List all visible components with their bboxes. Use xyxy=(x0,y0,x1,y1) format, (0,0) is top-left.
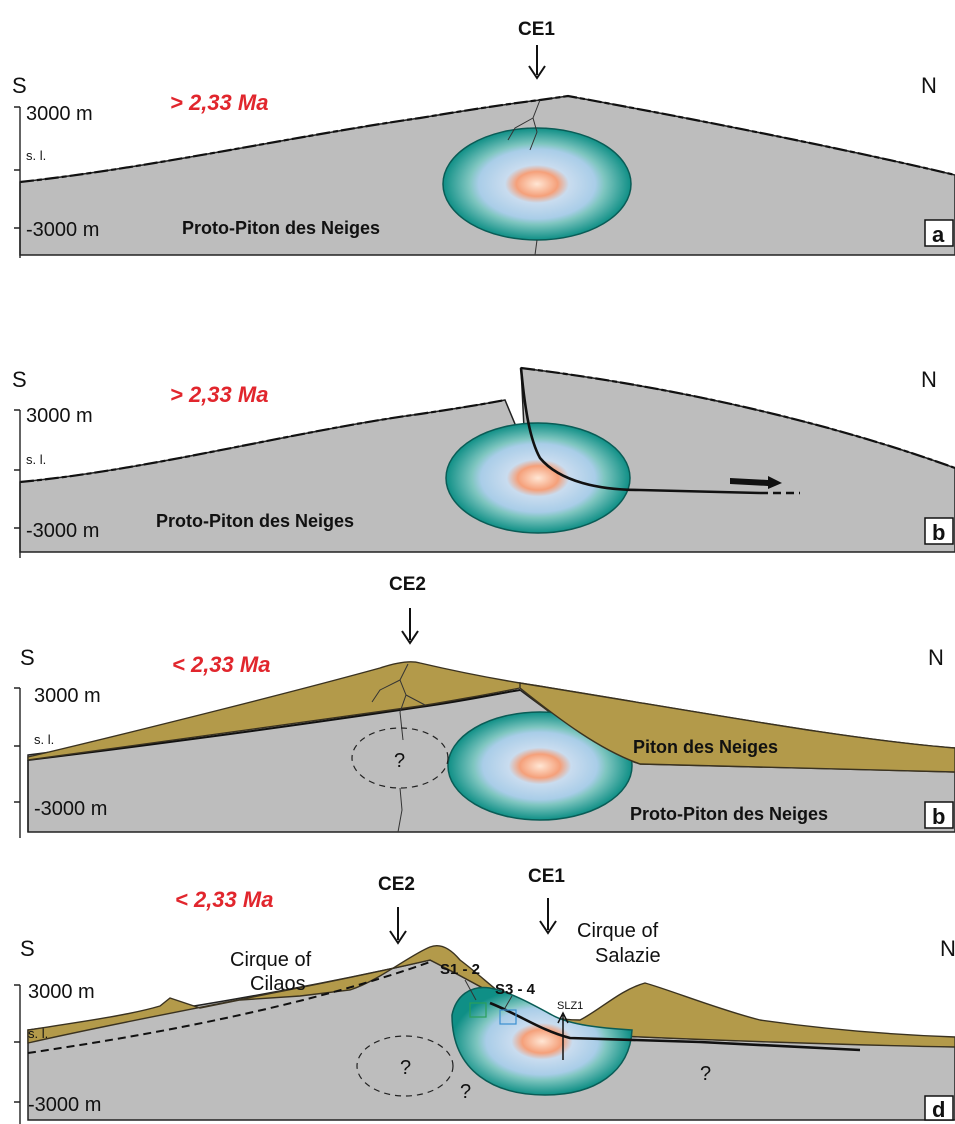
cirque-cilaos-line2: Cilaos xyxy=(250,973,306,995)
slip-arrow xyxy=(730,476,782,489)
site-pointer xyxy=(504,995,513,1009)
surface-line xyxy=(19,398,506,484)
cirque-salazie-line2: Salazie xyxy=(595,945,661,967)
hypothetical-chamber xyxy=(356,1035,454,1097)
site-box-s34 xyxy=(499,1009,517,1025)
elevation-axis xyxy=(14,106,21,258)
detachment-fault xyxy=(519,367,761,495)
age-label: > 2,33 Ma xyxy=(170,382,268,407)
dike-crack xyxy=(507,117,534,141)
panel-a: S N > 2,33 Ma 3000 m s. l. -3000 m Proto… xyxy=(12,19,955,258)
age-label: < 2,33 Ma xyxy=(175,887,273,912)
piton-overlap xyxy=(519,682,955,773)
dike-crack xyxy=(371,679,401,703)
elevation-top-label: 3000 m xyxy=(34,685,101,707)
panel-label-box xyxy=(924,1095,954,1121)
elevation-top-label: 3000 m xyxy=(26,103,93,125)
ce2-arrow xyxy=(389,907,407,945)
elevation-top-label: 3000 m xyxy=(26,405,93,427)
elevation-axis xyxy=(14,687,29,838)
unit-label-lower: Proto-Piton des Neiges xyxy=(630,804,828,824)
site-pointer xyxy=(464,979,477,1001)
ce1-label: CE1 xyxy=(518,19,555,40)
unit-label-upper: Piton des Neiges xyxy=(633,737,778,757)
ce2-label: CE2 xyxy=(389,574,426,595)
compass-south: S xyxy=(12,367,27,392)
sea-level-label: s. l. xyxy=(26,148,46,163)
panel-label: d xyxy=(932,1097,945,1122)
panel-label-box xyxy=(924,801,954,829)
age-label: < 2,33 Ma xyxy=(172,652,270,677)
magma-chamber xyxy=(451,986,633,1096)
compass-north: N xyxy=(921,367,937,392)
elevation-bottom-label: -3000 m xyxy=(26,219,99,241)
elevation-top-label: 3000 m xyxy=(28,981,95,1003)
site-label-s34: S3 - 4 xyxy=(495,981,536,998)
sea-level-label: s. l. xyxy=(26,452,46,467)
panel-label: b xyxy=(932,804,945,829)
panel-c: ? S N < 2,33 Ma 3000 m s. l. -3000 m Pit… xyxy=(14,574,955,838)
dike-crack xyxy=(534,239,538,256)
fault-dashed-continuation xyxy=(27,961,431,1054)
dike-crack xyxy=(529,99,541,151)
sea-level-label: s. l. xyxy=(28,1026,48,1041)
elevation-axis xyxy=(14,984,21,1124)
compass-south: S xyxy=(12,73,27,98)
unit-label: Proto-Piton des Neiges xyxy=(156,511,354,531)
site-label-s12: S1 - 2 xyxy=(440,961,480,978)
panel-label-box xyxy=(924,219,954,247)
lower-surface xyxy=(27,689,521,761)
ce2-label: CE2 xyxy=(378,874,415,895)
question-mark: ? xyxy=(394,750,405,772)
ce1-arrow xyxy=(539,898,557,935)
dike-crack xyxy=(405,694,426,706)
cirque-salazie-line1: Cirque of xyxy=(577,920,659,942)
hypothetical-chamber xyxy=(351,727,449,789)
slz1-label: SLZ1 xyxy=(557,1000,583,1012)
ce1-arrow xyxy=(528,45,546,80)
detachment-fault xyxy=(489,1001,861,1052)
dike-crack xyxy=(397,787,403,833)
slz1-marker xyxy=(557,1011,569,1060)
panel-label: b xyxy=(932,520,945,545)
ce2-arrow xyxy=(401,608,419,645)
magma-chamber xyxy=(442,127,632,241)
compass-south: S xyxy=(20,936,35,961)
elevation-bottom-label: -3000 m xyxy=(28,1094,101,1116)
compass-north: N xyxy=(921,73,937,98)
question-mark: ? xyxy=(700,1063,711,1085)
site-box-s12 xyxy=(469,1002,487,1018)
panel-label: a xyxy=(932,222,945,247)
magma-chamber xyxy=(447,711,633,821)
compass-north: N xyxy=(940,936,955,961)
ce1-label: CE1 xyxy=(528,866,565,887)
elevation-axis xyxy=(14,409,21,558)
panel-b: S N > 2,33 Ma 3000 m s. l. -3000 m Proto… xyxy=(12,366,955,558)
age-label: > 2,33 Ma xyxy=(170,90,268,115)
magma-chamber xyxy=(445,422,631,534)
panel-d: ? ? ? S N < 2,33 Ma 3000 m s. l. -3000 m… xyxy=(14,866,955,1124)
compass-north: N xyxy=(928,645,944,670)
elevation-bottom-label: -3000 m xyxy=(34,798,107,820)
question-mark: ? xyxy=(460,1081,471,1103)
elevation-bottom-label: -3000 m xyxy=(26,520,99,542)
sea-level-label: s. l. xyxy=(34,732,54,747)
panel-label-box xyxy=(924,517,954,545)
edifice-remnants xyxy=(27,944,955,1048)
cirque-cilaos-line1: Cirque of xyxy=(230,949,312,971)
surface-line xyxy=(19,94,955,184)
compass-south: S xyxy=(20,645,35,670)
unit-label: Proto-Piton des Neiges xyxy=(182,218,380,238)
question-mark: ? xyxy=(400,1057,411,1079)
